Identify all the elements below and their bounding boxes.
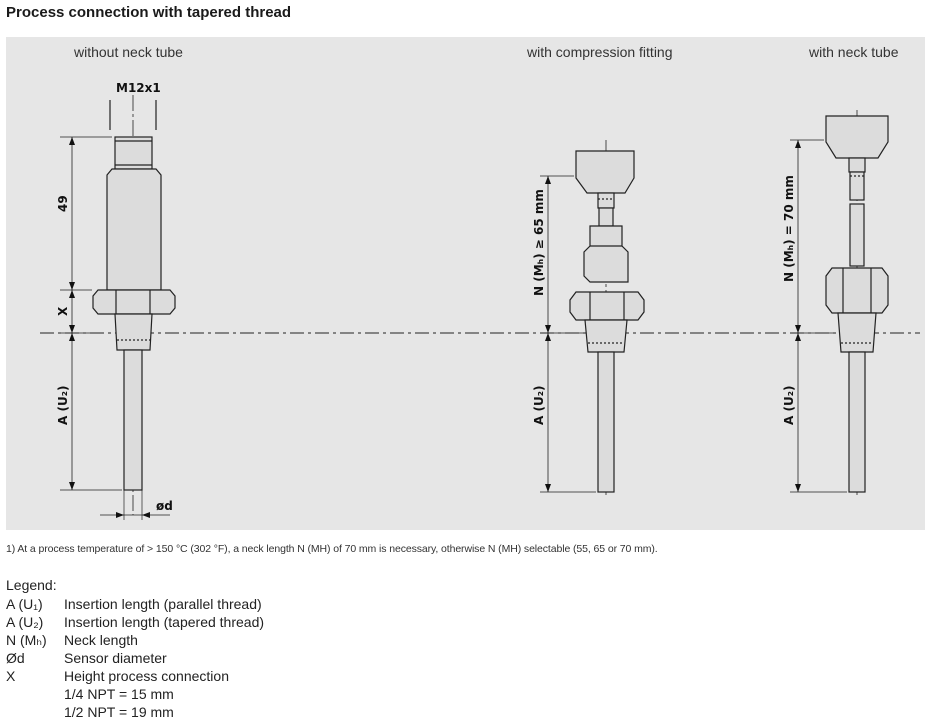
probe-with-neck-tube: [790, 110, 889, 495]
dim-a-u2-2: A (U₂): [532, 386, 546, 425]
probe-without-neck: [60, 95, 176, 520]
dim-x: X: [56, 306, 70, 316]
dim-a-u2-3: A (U₂): [782, 386, 796, 425]
dim-n-mh-65: N (Mₕ) ≥ 65 mm: [532, 189, 546, 296]
caption-compression: with compression fitting: [527, 44, 673, 60]
caption-without-neck: without neck tube: [74, 44, 183, 60]
footnote: 1) At a process temperature of > 150 °C …: [6, 543, 658, 555]
legend-description: Neck length: [64, 632, 138, 648]
legend-sub-item: 1/4 NPT = 15 mm: [64, 686, 174, 702]
dim-a-u2-1: A (U₂): [56, 386, 70, 425]
legend-symbol: X: [6, 668, 16, 684]
legend-item: A (U₂) Insertion length (tapered thread): [6, 613, 264, 631]
legend-symbol: Ød: [6, 650, 25, 666]
legend-item: X Height process connection: [6, 667, 264, 685]
dim-diameter: ød: [156, 499, 173, 513]
page-title: Process connection with tapered thread: [6, 4, 292, 21]
legend-description: Insertion length (tapered thread): [64, 614, 265, 630]
legend-symbol: N (Mₕ): [6, 632, 47, 648]
dim-thread: M12x1: [116, 81, 161, 95]
dim-49: 49: [56, 195, 70, 212]
legend-description: Insertion length (parallel thread): [64, 596, 262, 612]
legend-item: A (U₁) Insertion length (parallel thread…: [6, 595, 264, 613]
legend-description: Sensor diameter: [64, 650, 167, 666]
legend-symbol: A (U₂): [6, 614, 44, 630]
legend-description: Height process connection: [64, 668, 229, 684]
probe-compression-fitting: [540, 140, 645, 495]
legend-item: N (Mₕ) Neck length: [6, 631, 264, 649]
legend-sub-item: 1/2 NPT = 19 mm: [64, 704, 174, 720]
legend-title: Legend:: [6, 577, 57, 593]
legend-symbol: A (U₁): [6, 596, 43, 612]
legend-item: Ød Sensor diameter: [6, 649, 264, 667]
caption-with-neck: with neck tube: [809, 44, 899, 60]
legend: A (U₁) Insertion length (parallel thread…: [6, 595, 264, 721]
dim-n-mh-70: N (Mₕ) = 70 mm: [782, 175, 796, 282]
